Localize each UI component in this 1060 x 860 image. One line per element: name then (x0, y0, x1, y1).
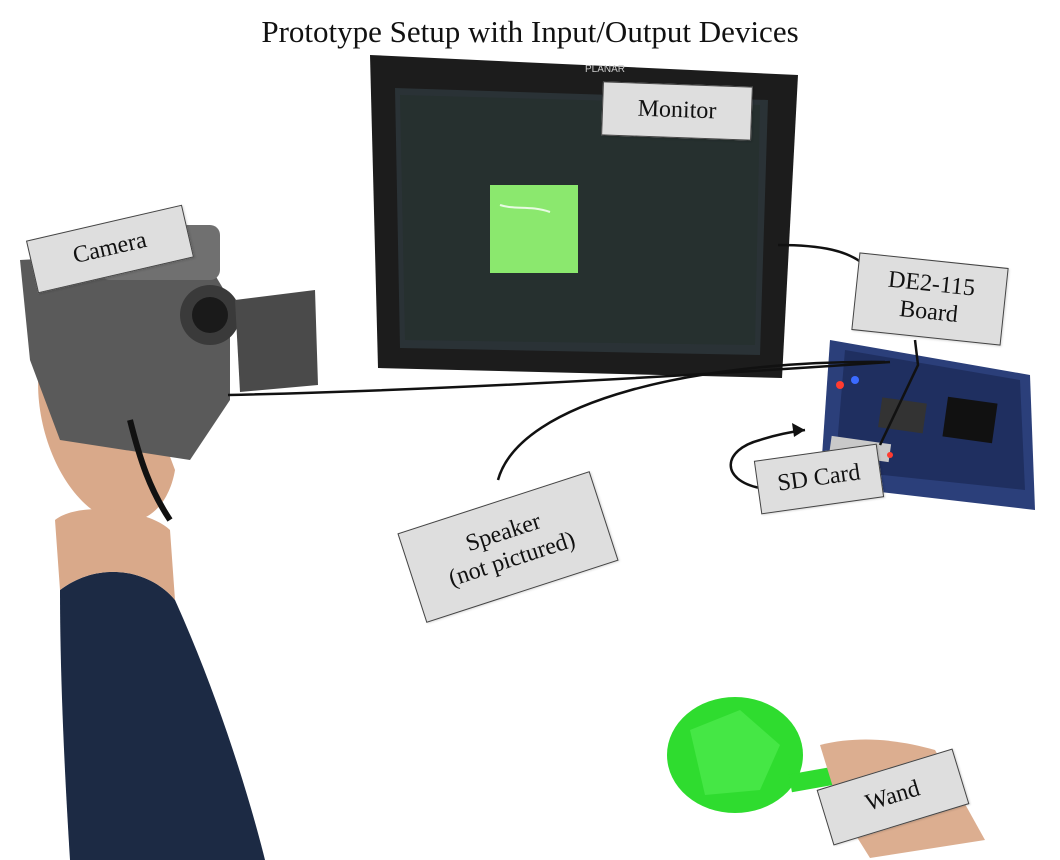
figure-title: Prototype Setup with Input/Output Device… (261, 14, 799, 49)
board-label: DE2-115 Board (851, 252, 1009, 346)
speaker-board-cable (496, 360, 886, 481)
board-label-line2: Board (898, 295, 960, 328)
arm-sleeve (60, 571, 265, 860)
monitor-board-cable (777, 243, 869, 269)
camera-board-cable (227, 360, 891, 397)
arm-wrist (55, 509, 175, 600)
board-pointer-line (878, 339, 920, 446)
monitor-label: Monitor (601, 81, 753, 141)
screen-green-square (490, 185, 578, 273)
monitor-brand: PLANAR (585, 64, 625, 75)
sdcard-pointer-line (729, 428, 806, 490)
sdcard-arrow-head (792, 423, 805, 437)
